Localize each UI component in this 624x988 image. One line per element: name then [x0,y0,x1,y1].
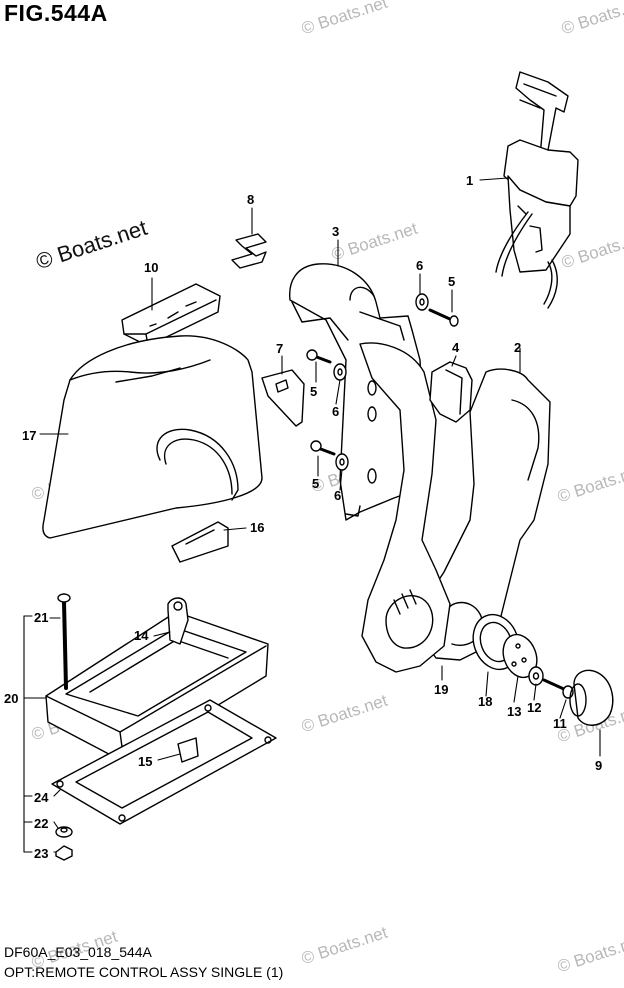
callout-5: 5 [312,476,319,491]
callout-6: 6 [334,488,341,503]
diagram-caption: OPT:REMOTE CONTROL ASSY SINGLE (1) [4,964,284,980]
part-16-clip [171,521,229,563]
part-15-clip [177,737,199,763]
part-3-housing [289,263,425,521]
part-4-knob [429,361,473,423]
part-6-washer [335,453,349,471]
callout-5: 5 [448,274,455,289]
callout-7: 7 [276,341,283,356]
callout-13: 13 [507,704,521,719]
part-11-screw [542,678,574,699]
part-21-bolt [57,593,71,690]
callout-6: 6 [416,258,423,273]
figure-title: FIG.544A [4,0,108,26]
part-5-screw [428,308,459,327]
callout-2: 2 [514,340,521,355]
part-17-cover [42,335,263,539]
callout-6: 6 [332,404,339,419]
part-13-disc [502,633,538,679]
callout-16: 16 [250,520,264,535]
callout-3: 3 [332,224,339,239]
part-20-base-housing [45,611,269,763]
part-5-screw [310,440,336,456]
part-12-washer [528,666,544,686]
callout-15: 15 [138,754,152,769]
callout-4: 4 [452,340,460,355]
part-1-control-handle [495,71,579,309]
part-6-washer [415,293,429,311]
callout-1: 1 [466,173,473,188]
callout-14: 14 [134,628,149,643]
callout-10: 10 [144,260,158,275]
part-8-emblem [231,233,267,269]
part-22-washer [55,826,73,838]
part-24-gasket [51,699,277,825]
callout-12: 12 [527,700,541,715]
part-19-lever [359,342,451,673]
callout-8: 8 [247,192,254,207]
callout-21: 21 [34,610,48,625]
callout-19: 19 [434,682,448,697]
callout-24: 24 [34,790,49,805]
callout-20: 20 [4,691,18,706]
callout-5: 5 [310,384,317,399]
callout-17: 17 [22,428,36,443]
part-10-label-plate [121,283,221,347]
part-9-cap [569,669,614,726]
callout-labels: 1 2 3 4 5 5 5 6 6 6 7 8 9 10 11 12 13 14… [4,173,602,861]
diagram-code: DF60A_E03_018_544A [4,944,152,960]
callout-23: 23 [34,846,48,861]
part-5-screw [306,349,332,364]
callout-22: 22 [34,816,48,831]
part-6-washer [333,363,347,381]
part-14-hook [167,597,189,645]
part-23-nut [55,845,73,861]
callout-11: 11 [553,716,567,731]
callout-9: 9 [595,758,602,773]
callout-18: 18 [478,694,492,709]
part-7-bracket [261,369,305,427]
leader-lines [23,177,601,853]
